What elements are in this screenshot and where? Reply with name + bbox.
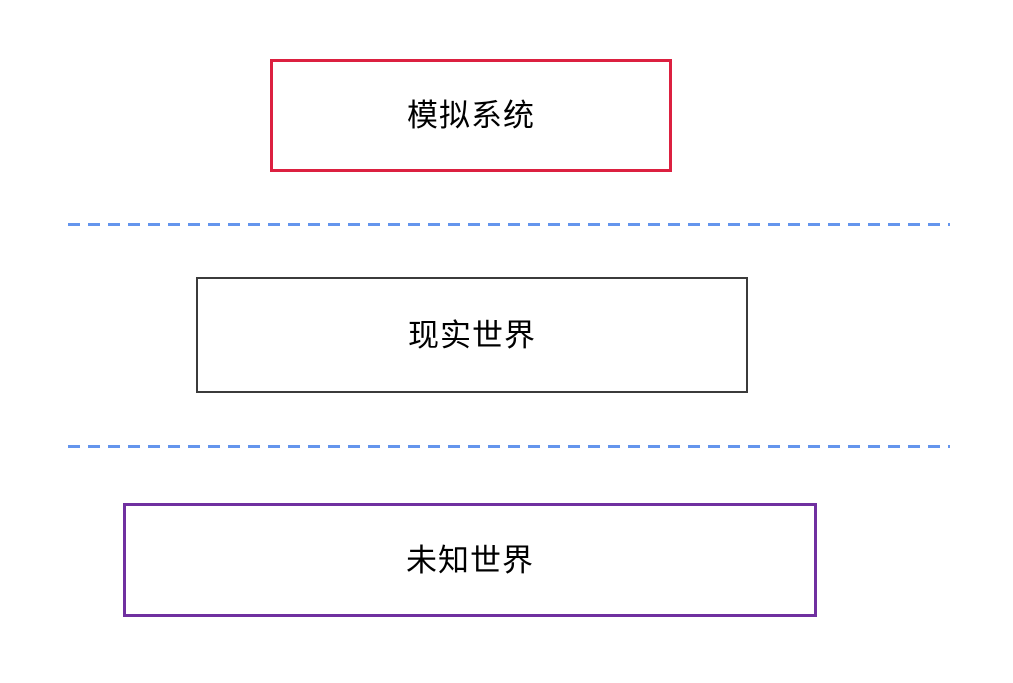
box-simulation-system-label: 模拟系统: [407, 98, 535, 133]
box-unknown-world-label: 未知世界: [406, 542, 534, 578]
box-real-world: 现实世界: [196, 277, 748, 393]
dashed-separator-bottom: [68, 445, 950, 448]
dashed-separator-top: [68, 223, 950, 226]
box-simulation-system: 模拟系统: [270, 59, 672, 172]
box-unknown-world: 未知世界: [123, 503, 817, 617]
box-real-world-label: 现实世界: [408, 317, 536, 353]
